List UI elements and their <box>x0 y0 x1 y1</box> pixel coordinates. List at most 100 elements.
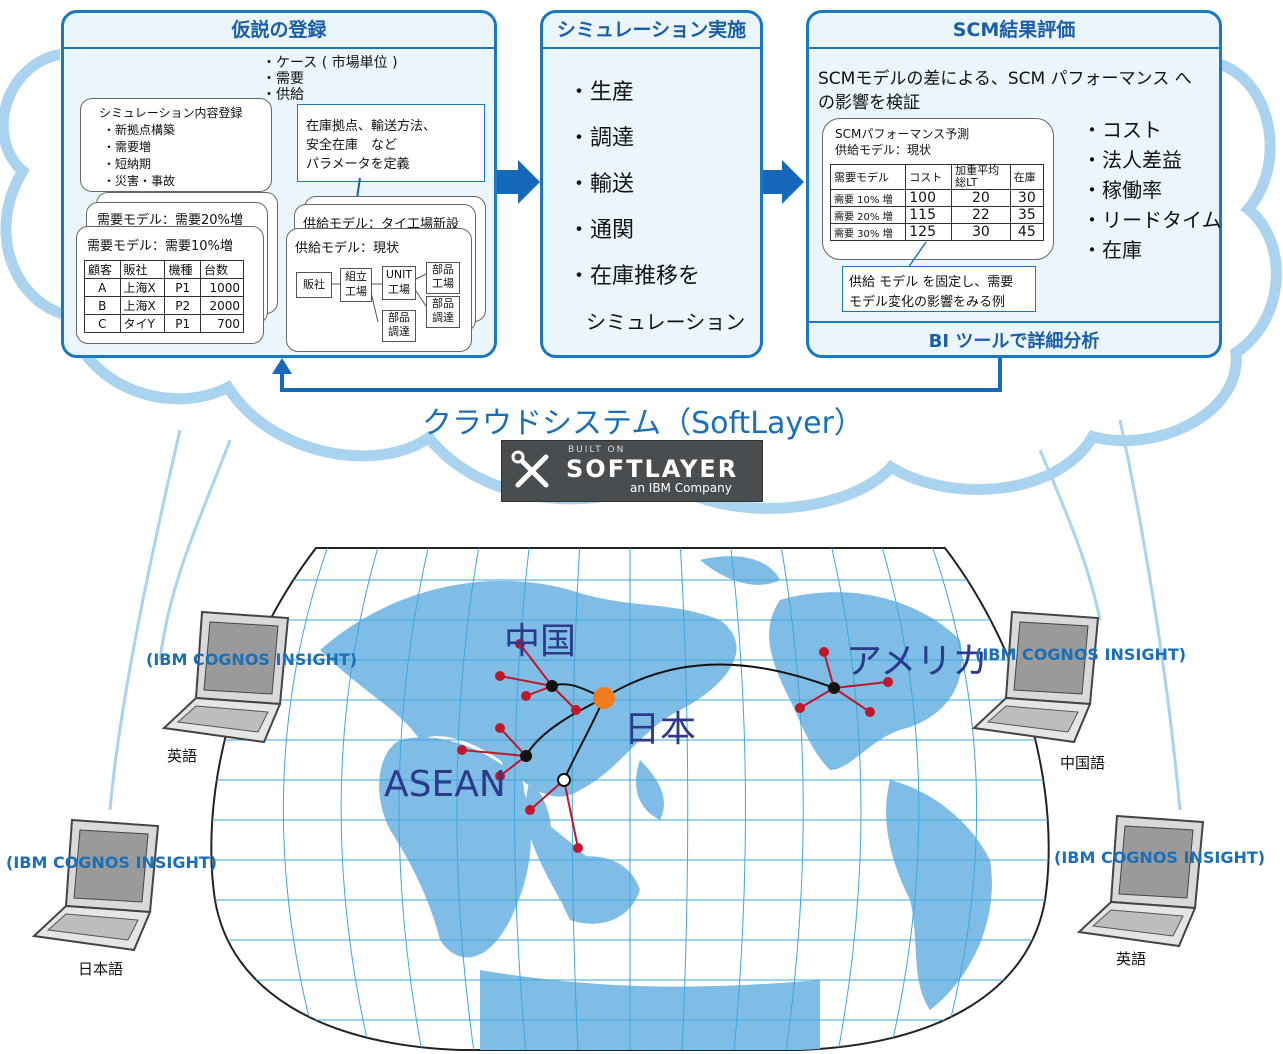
map-label-japan: 日本 <box>624 709 697 750</box>
flow-sales-node: 販社 <box>296 272 332 298</box>
flow-parts-procure-node: 部品 調達 <box>382 310 416 342</box>
sim-item-transport: ・輸送 <box>568 172 635 197</box>
sim-content-title: シミュレーション内容登録 <box>99 106 243 120</box>
flow-arrow-2-head <box>782 160 804 204</box>
softlayer-logo: BUILT ON SOFTLAYER an IBM Company <box>501 440 763 502</box>
note-line-1: 供給 モデル を固定し、需要 <box>849 275 1014 290</box>
table-row: 需要 10% 増 100 20 30 <box>829 189 1045 207</box>
param-line-3: パラメータを定義 <box>306 157 410 172</box>
cell: 30 <box>951 223 1011 241</box>
map-label-asean: ASEAN <box>384 764 506 805</box>
cell: 上海X <box>119 296 166 315</box>
supply-model-current-label: 供給モデル：現状 <box>295 241 400 256</box>
cell: 30 <box>1009 189 1045 207</box>
cell: 20 <box>951 189 1011 207</box>
metric-profit: ・法人差益 <box>1082 148 1182 172</box>
cell: 45 <box>1009 223 1045 241</box>
logo-softlayer: SOFTLAYER <box>566 455 739 483</box>
map-label-america: アメリカ <box>846 641 989 682</box>
param-line-1: 在庫拠点、輸送方法、 <box>306 119 437 134</box>
laptop-icon <box>161 610 290 744</box>
sim-item-simulation: シミュレーション <box>586 310 746 334</box>
sim-content-item: ・短納期 <box>103 157 152 171</box>
tools-icon <box>511 450 549 488</box>
lang-label-english-left: 英語 <box>167 747 198 765</box>
cell: P1 <box>164 278 201 297</box>
evaluation-title: SCM結果評価 <box>809 13 1219 49</box>
metric-inventory: ・在庫 <box>1082 238 1142 262</box>
cell: 2000 <box>199 296 245 315</box>
simulation-panel: シミュレーション実施 <box>540 10 763 358</box>
table-row: 需要 20% 増 115 22 35 <box>829 206 1045 224</box>
forecast-header: 在庫 <box>1009 164 1045 190</box>
param-line-2: 安全在庫 など <box>306 138 398 153</box>
cell: 35 <box>1009 206 1045 224</box>
demand-header: 台数 <box>199 260 245 279</box>
metric-utilization: ・稼働率 <box>1082 178 1162 202</box>
evaluation-footer-divider <box>809 321 1219 323</box>
cell: P2 <box>164 296 201 315</box>
case-item-1: ・ケース ( 市場単位 ) <box>262 55 398 71</box>
flow-assembly-node: 組立 工場 <box>340 268 372 302</box>
cognos-label-bottom-right: (IBM COGNOS INSIGHT) <box>1054 848 1266 867</box>
note-box: 供給 モデル を固定し、需要 モデル変化の影響をみる例 <box>842 266 1036 312</box>
sim-item-procurement: ・調達 <box>568 126 635 151</box>
flow-parts-procure-node: 部品 調達 <box>426 296 460 328</box>
lang-label-english-right: 英語 <box>1116 950 1147 968</box>
cloud-system-label: クラウドシステム（SoftLayer） <box>422 406 864 441</box>
forecast-subtitle: 供給モデル：現状 <box>835 143 932 157</box>
world-map <box>210 547 1050 1051</box>
demand-header: 販社 <box>119 260 166 279</box>
flow-arrow-1-bar <box>497 170 519 194</box>
table-row: C タイY P1 700 <box>84 314 245 333</box>
metric-leadtime: ・リードタイム <box>1082 208 1222 232</box>
sim-content-item: ・需要増 <box>103 140 152 154</box>
feedback-loop-arrow <box>272 358 1002 392</box>
parameter-box: 在庫拠点、輸送方法、 安全在庫 など パラメータを定義 <box>297 104 485 182</box>
cell: A <box>84 278 121 297</box>
evaluation-desc-1: SCMモデルの差による、SCM パフォーマンス へ <box>818 69 1192 89</box>
cell: 22 <box>951 206 1011 224</box>
sim-content-item: ・新拠点構築 <box>103 123 176 137</box>
case-item-3: ・供給 <box>262 87 304 103</box>
forecast-header: コスト <box>905 164 953 190</box>
demand-table: 顧客 販社 機種 台数 A 上海X P1 1000 B 上海X P2 2000 … <box>84 260 245 333</box>
table-row: 需要 30% 増 125 30 45 <box>829 223 1045 241</box>
cell: 700 <box>199 314 245 333</box>
sim-content-item: ・災害・事故 <box>103 174 176 188</box>
metric-cost: ・コスト <box>1082 118 1162 142</box>
flow-parts-factory-node: 部品 工場 <box>426 262 460 294</box>
demand-header: 顧客 <box>84 260 121 279</box>
cell: 1000 <box>199 278 245 297</box>
map-label-china: 中国 <box>504 621 577 662</box>
demand-model-10-label: 需要モデル：需要10%増 <box>87 239 233 254</box>
lang-label-japanese: 日本語 <box>78 960 124 978</box>
cell: C <box>84 314 121 333</box>
lang-label-chinese: 中国語 <box>1060 754 1106 772</box>
bi-tool-footer: BI ツールで詳細分析 <box>928 331 1100 352</box>
logo-ibm-company: an IBM Company <box>630 481 732 495</box>
simulation-content-box: シミュレーション内容登録 ・新拠点構築 ・需要増 ・短納期 ・災害・事故 <box>80 98 272 192</box>
table-row: B 上海X P2 2000 <box>84 296 245 315</box>
flow-unit-node: UNIT 工場 <box>382 266 416 300</box>
laptop-icon <box>971 610 1100 744</box>
evaluation-desc-2: の影響を検証 <box>818 93 920 113</box>
case-item-2: ・需要 <box>262 71 304 87</box>
cognos-label-left: (IBM COGNOS INSIGHT) <box>146 650 358 669</box>
cell: 125 <box>905 223 953 241</box>
sim-item-inventory: ・在庫推移を <box>568 264 701 289</box>
cell: B <box>84 296 121 315</box>
hypothesis-title: 仮説の登録 <box>64 13 494 49</box>
cognos-label-bottom-left: (IBM COGNOS INSIGHT) <box>6 853 218 872</box>
demand-header: 機種 <box>164 260 201 279</box>
cell: タイY <box>119 314 166 333</box>
cell: 需要 20% 増 <box>829 206 907 224</box>
cognos-label-right: (IBM COGNOS INSIGHT) <box>975 645 1187 664</box>
flow-arrow-1-head <box>518 160 540 204</box>
simulation-title: シミュレーション実施 <box>543 13 760 49</box>
logo-built-on: BUILT ON <box>568 445 626 455</box>
forecast-header: 加重平均 総LT <box>951 164 1011 190</box>
table-row: A 上海X P1 1000 <box>84 278 245 297</box>
forecast-header: 需要モデル <box>829 164 907 190</box>
